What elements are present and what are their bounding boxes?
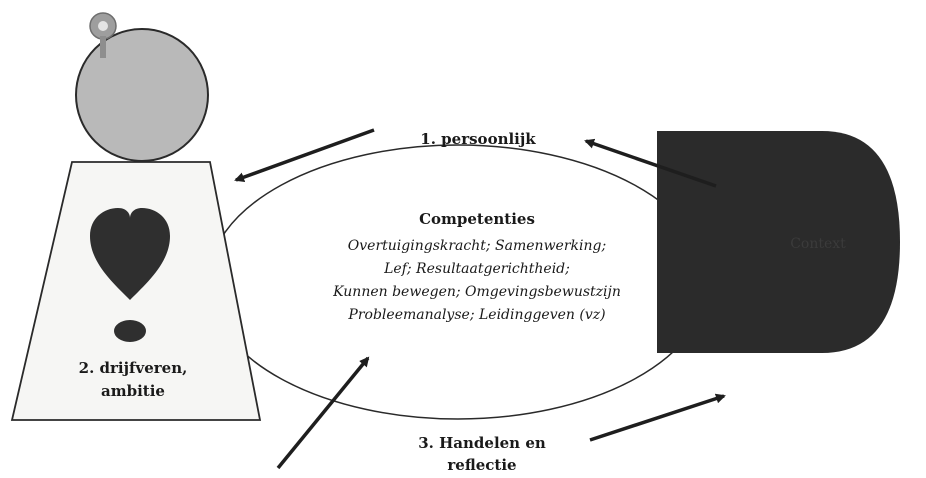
step3-label-line1: 3. Handelen en	[418, 434, 546, 452]
heart-icon	[90, 208, 170, 300]
person-head-circle	[75, 28, 209, 162]
dot-icon	[114, 320, 146, 342]
competencies-line-2: Lef; Resultaatgerichtheid;	[383, 261, 570, 277]
arrow-context-to-step1	[584, 138, 717, 188]
arrow-step3-to-context	[589, 393, 726, 442]
competencies-title: Competenties	[419, 210, 535, 228]
arrow-step1-to-person	[234, 128, 375, 182]
competencies-line-4: Probleemanalyse; Leidinggeven (vz)	[347, 307, 605, 323]
competencies-line-3: Kunnen bewegen; Omgevingsbewustzijn	[332, 284, 621, 300]
step2-label-line1: 2. drijfveren,	[79, 359, 188, 377]
context-shape-text: Context	[790, 236, 846, 252]
step2-label-line2: ambitie	[101, 382, 165, 400]
arrow-bottom-to-ellipse	[276, 356, 370, 470]
step3-label-line2: reflectie	[447, 456, 516, 474]
pin-icon	[89, 12, 117, 58]
step1-label: 1. persoonlijk	[420, 130, 536, 148]
context-dark-shape	[657, 131, 900, 353]
cycle-ellipse	[207, 144, 709, 420]
competencies-line-1: Overtuigingskracht; Samenwerking;	[348, 238, 606, 254]
